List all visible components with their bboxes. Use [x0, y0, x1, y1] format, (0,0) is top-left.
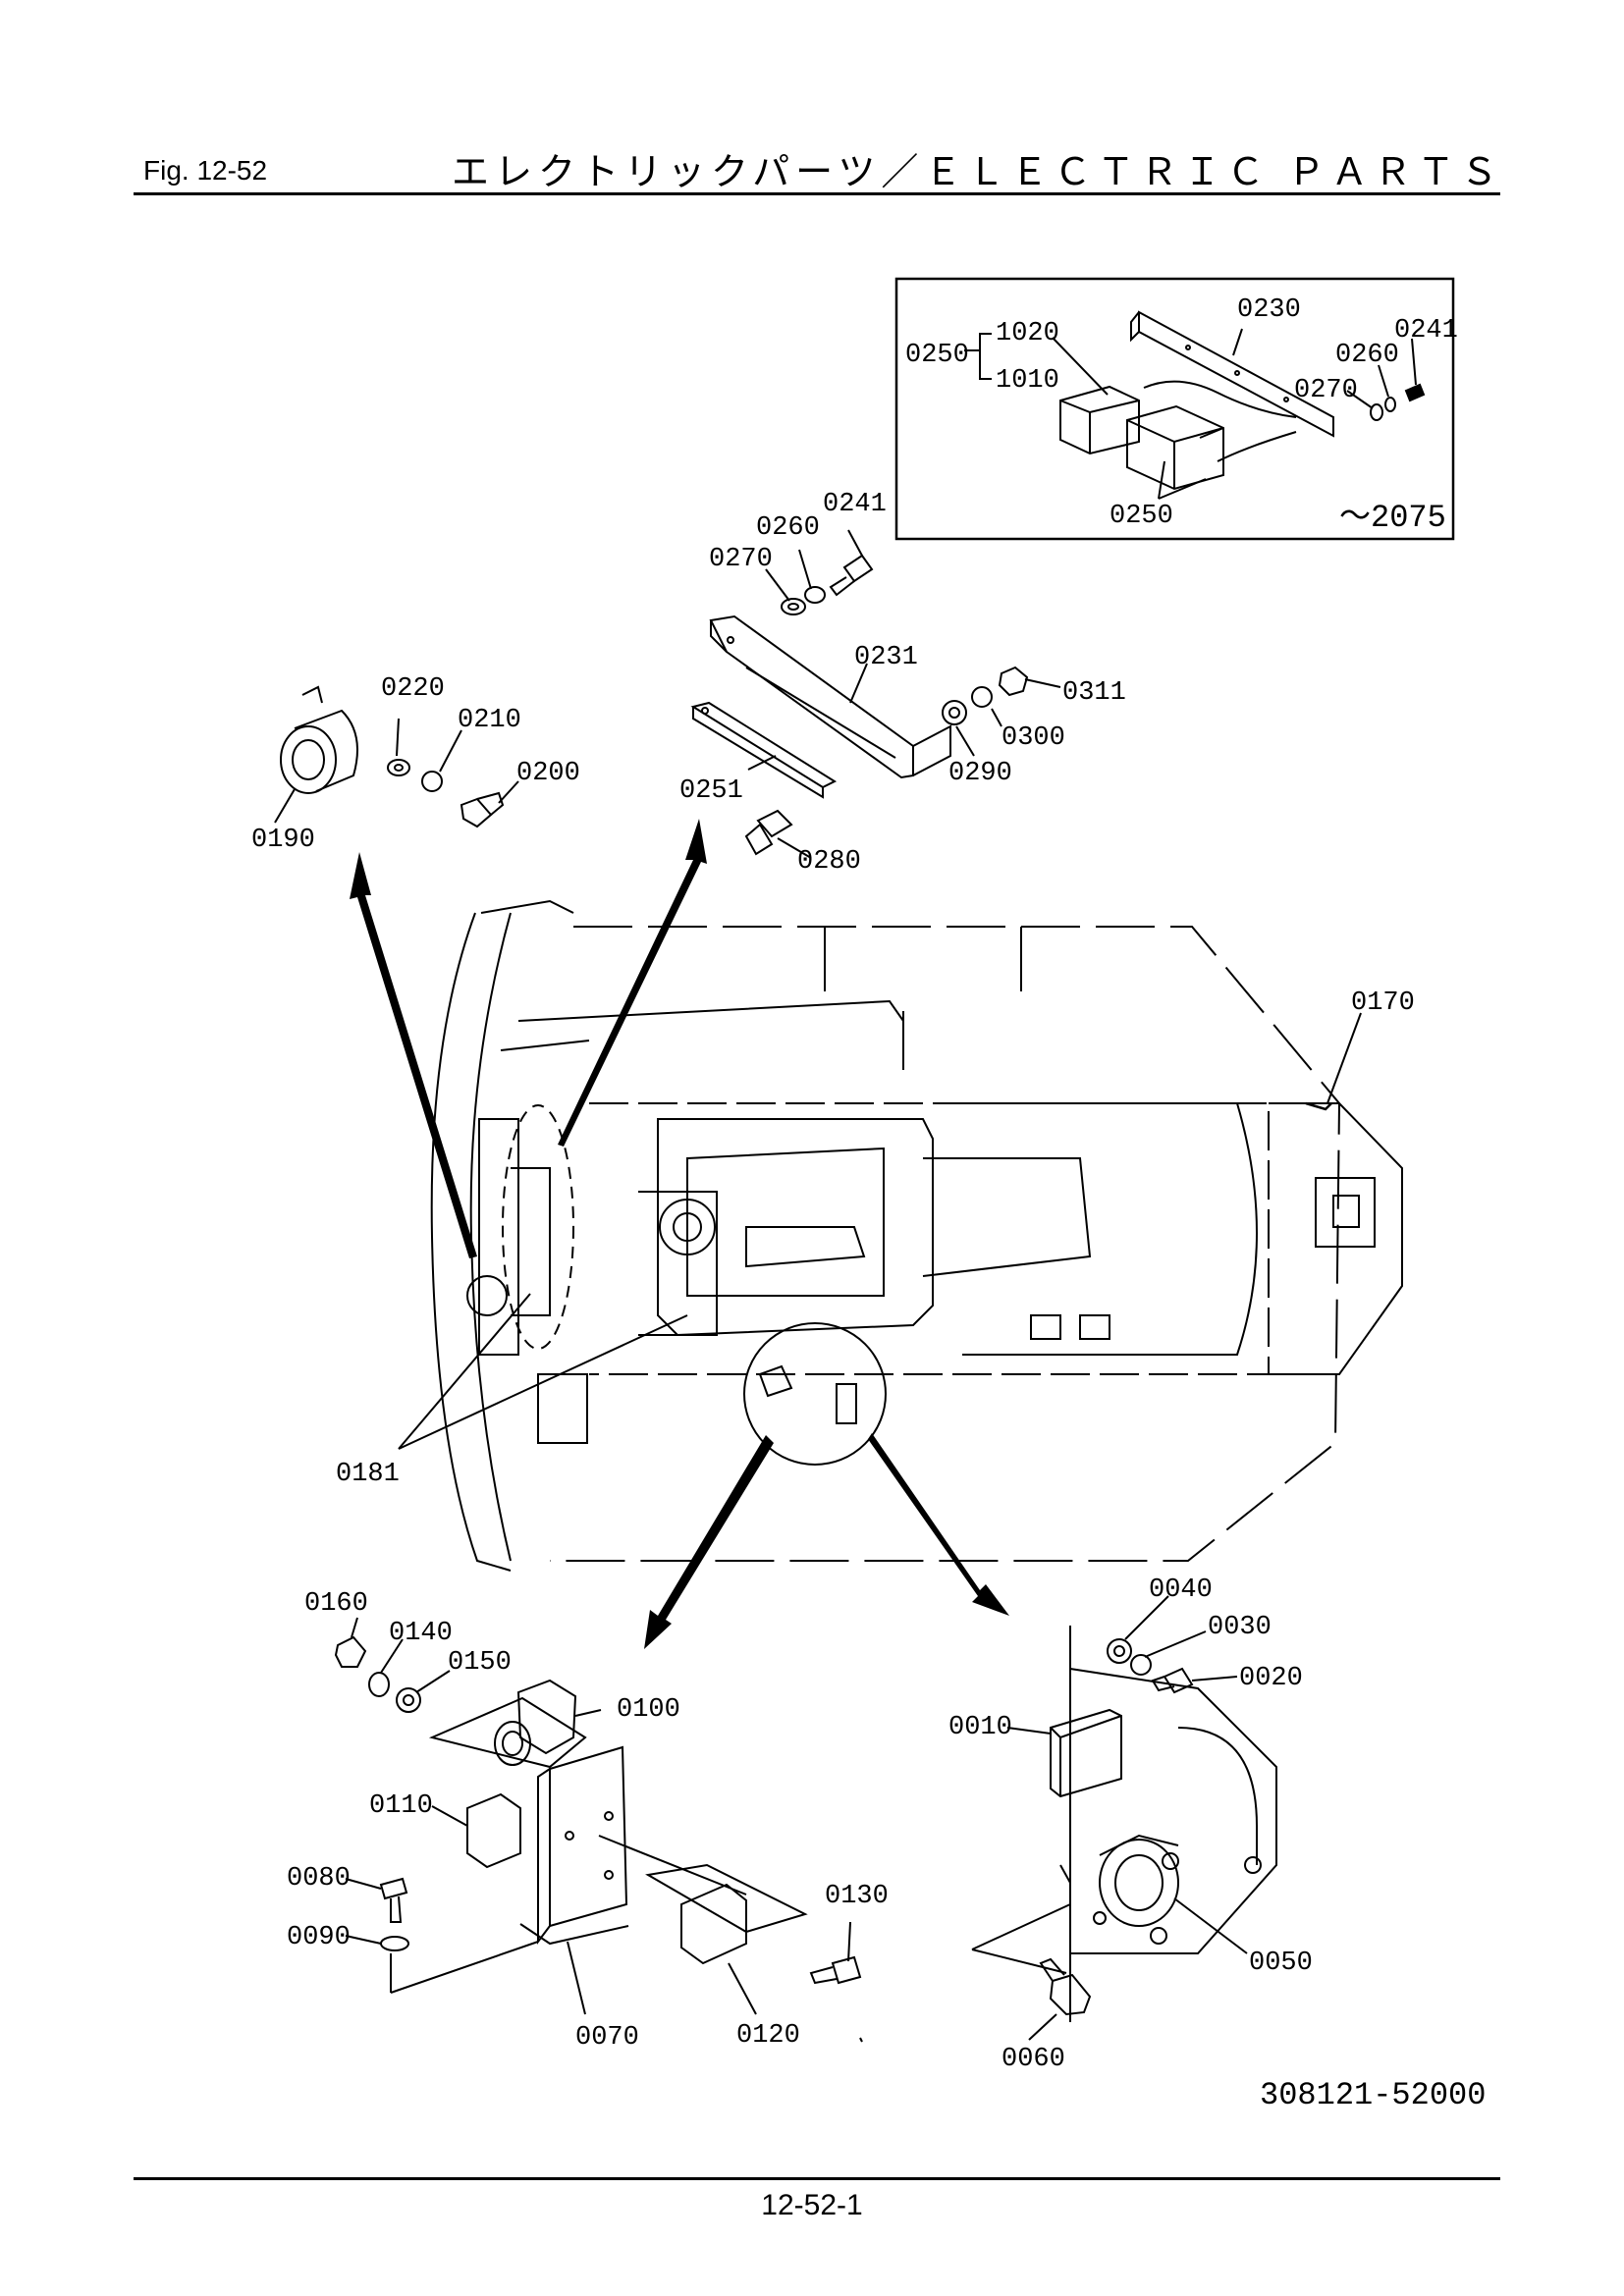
label-0160: 0160	[304, 1589, 368, 1619]
resistor-bracket-assembly	[690, 529, 1061, 859]
page-number: 12-52-1	[761, 2189, 863, 2221]
label-0070: 0070	[575, 2023, 639, 2053]
label-0120: 0120	[736, 2021, 800, 2051]
label-0300: 0300	[1001, 723, 1065, 753]
inset-detail	[894, 277, 1455, 541]
label-0210: 0210	[458, 706, 521, 735]
label-0231: 0231	[854, 643, 918, 672]
label-0150: 0150	[448, 1648, 512, 1678]
footer-rule	[134, 2177, 1500, 2180]
label-0260-inset: 0260	[1335, 341, 1399, 370]
label-0250-inset-bottom: 0250	[1110, 502, 1173, 531]
label-0250-group: 0250	[905, 341, 969, 370]
horn-assembly	[274, 685, 519, 828]
figure-number: Fig. 12-52	[143, 155, 268, 186]
label-0181: 0181	[336, 1460, 400, 1489]
label-1010: 1010	[996, 366, 1059, 396]
label-0080: 0080	[287, 1864, 351, 1894]
label-0260: 0260	[756, 513, 820, 543]
label-0241: 0241	[823, 490, 887, 519]
label-0220: 0220	[381, 674, 445, 704]
label-0270: 0270	[709, 545, 773, 574]
machine-body	[398, 899, 1403, 1572]
label-0090: 0090	[287, 1923, 351, 1952]
label-0230: 0230	[1237, 295, 1301, 325]
label-0060: 0060	[1001, 2045, 1065, 2074]
label-0200: 0200	[516, 759, 580, 788]
label-0130: 0130	[825, 1882, 889, 1911]
serial-range: ～2075	[1339, 500, 1446, 536]
label-0251: 0251	[679, 776, 743, 806]
solenoid-assembly	[971, 1595, 1277, 2041]
label-0311: 0311	[1062, 678, 1126, 708]
label-0140: 0140	[389, 1619, 453, 1648]
label-0110: 0110	[369, 1791, 433, 1821]
label-0270-inset: 0270	[1294, 376, 1358, 405]
label-0100: 0100	[617, 1695, 680, 1725]
page-title: エレクトリックパーツ／ＥＬＥＣＴＲＩＣ ＰＡＲＴＳ	[452, 150, 1504, 193]
relay-assembly	[334, 1617, 863, 2043]
label-1020: 1020	[996, 319, 1059, 348]
label-0280: 0280	[797, 847, 861, 877]
label-0010: 0010	[948, 1713, 1012, 1742]
label-0241-inset: 0241	[1394, 316, 1458, 346]
label-0030: 0030	[1208, 1613, 1272, 1642]
label-0290: 0290	[948, 759, 1012, 788]
label-0020: 0020	[1239, 1664, 1303, 1693]
label-0190: 0190	[251, 826, 315, 855]
pointer-arrows	[350, 819, 1009, 1649]
header-rule	[134, 192, 1500, 195]
drawing-number: 308121-52000	[1260, 2077, 1487, 2113]
label-0170: 0170	[1351, 988, 1415, 1018]
label-0040: 0040	[1149, 1575, 1213, 1605]
label-0050: 0050	[1249, 1949, 1313, 1978]
